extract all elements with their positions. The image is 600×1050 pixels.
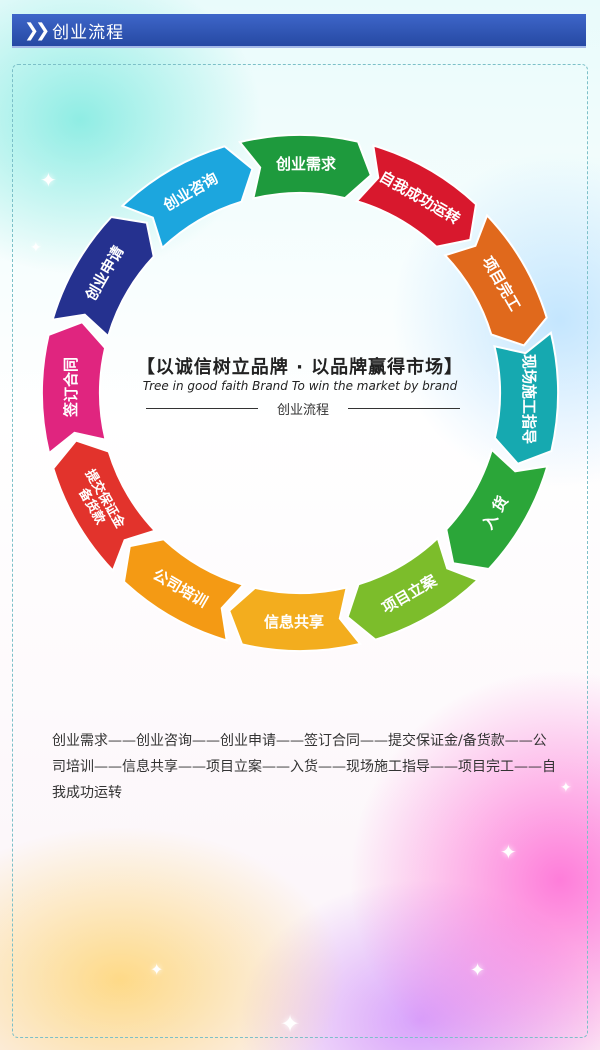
process-step: 创业咨询 [120,145,254,250]
sparkle-icon: ✦ [150,960,164,979]
process-step-label: 信息共享 [264,613,324,631]
process-step-arrow [445,447,549,571]
process-step: 入 货 [445,447,549,571]
content-frame [12,64,588,1038]
process-step-arrow [443,213,548,347]
center-slogan-english: Tree in good faith Brand To win the mark… [142,379,458,393]
sparkle-icon: ✦ [40,168,57,192]
process-step-arrow [238,134,372,200]
process-step: 现场施工指导 [493,331,559,465]
sparkle-icon: ✦ [280,1010,301,1038]
process-step-arrow [122,538,246,642]
process-step: 创业申请 [51,215,155,339]
section-title: 创业流程 [52,22,125,43]
process-step: 签订合同 [41,321,107,455]
divider-left [146,408,258,409]
process-step-arrow [41,321,107,455]
process-step-arrow [493,331,559,465]
section-header: ❯❯ 创业流程 [12,14,586,48]
divider-right [348,408,460,409]
center-caption-line: 创业流程 [146,398,460,418]
process-step-arrow [120,145,254,250]
process-step-arrow [51,215,155,339]
center-caption: 创业流程 [276,403,329,418]
process-step: 自我成功运转 [354,144,478,248]
process-step: 信息共享 [228,586,362,652]
sparkle-icon: ✦ [470,960,486,981]
process-step-arrow [52,439,157,573]
center-slogan: 【以诚信树立品牌 · 以品牌赢得市场】 [136,357,464,378]
sparkle-icon: ✦ [30,240,42,256]
double-chevron-right-icon: ❯❯ [24,19,50,41]
process-step: 公司培训 [122,538,246,642]
process-step-arrow [228,586,362,652]
process-step: 项目完工 [443,213,548,347]
process-step: 项目立案 [346,536,480,641]
process-description: 创业需求——创业咨询——创业申请——签订合同——提交保证金/备货款——公司培训—… [52,733,556,801]
sparkle-icon: ✦ [500,840,517,864]
process-step-arrow [346,536,480,641]
process-step-label: 创业需求 [275,155,337,173]
process-step-label: 现场施工指导 [520,354,538,444]
process-step-label: 签订合同 [62,357,80,418]
sparkle-icon: ✦ [560,780,572,796]
process-step: 创业需求 [238,134,372,200]
process-step-arrow [354,144,478,248]
